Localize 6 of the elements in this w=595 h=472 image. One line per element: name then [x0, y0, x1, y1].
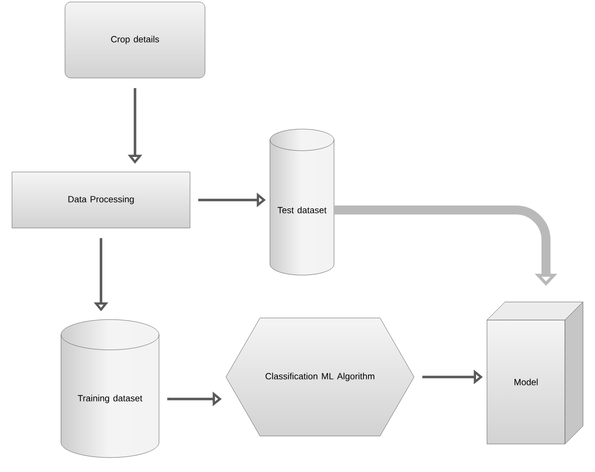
process-box: Crop details	[64, 2, 206, 78]
database-cylinder: Training dataset	[60, 319, 160, 458]
process-box: Data Processing	[12, 172, 190, 228]
algorithm-hexagon: Classification ML Algorithm	[226, 318, 414, 436]
model-cube: Model	[486, 302, 584, 444]
database-cylinder: Test dataset	[270, 128, 334, 276]
